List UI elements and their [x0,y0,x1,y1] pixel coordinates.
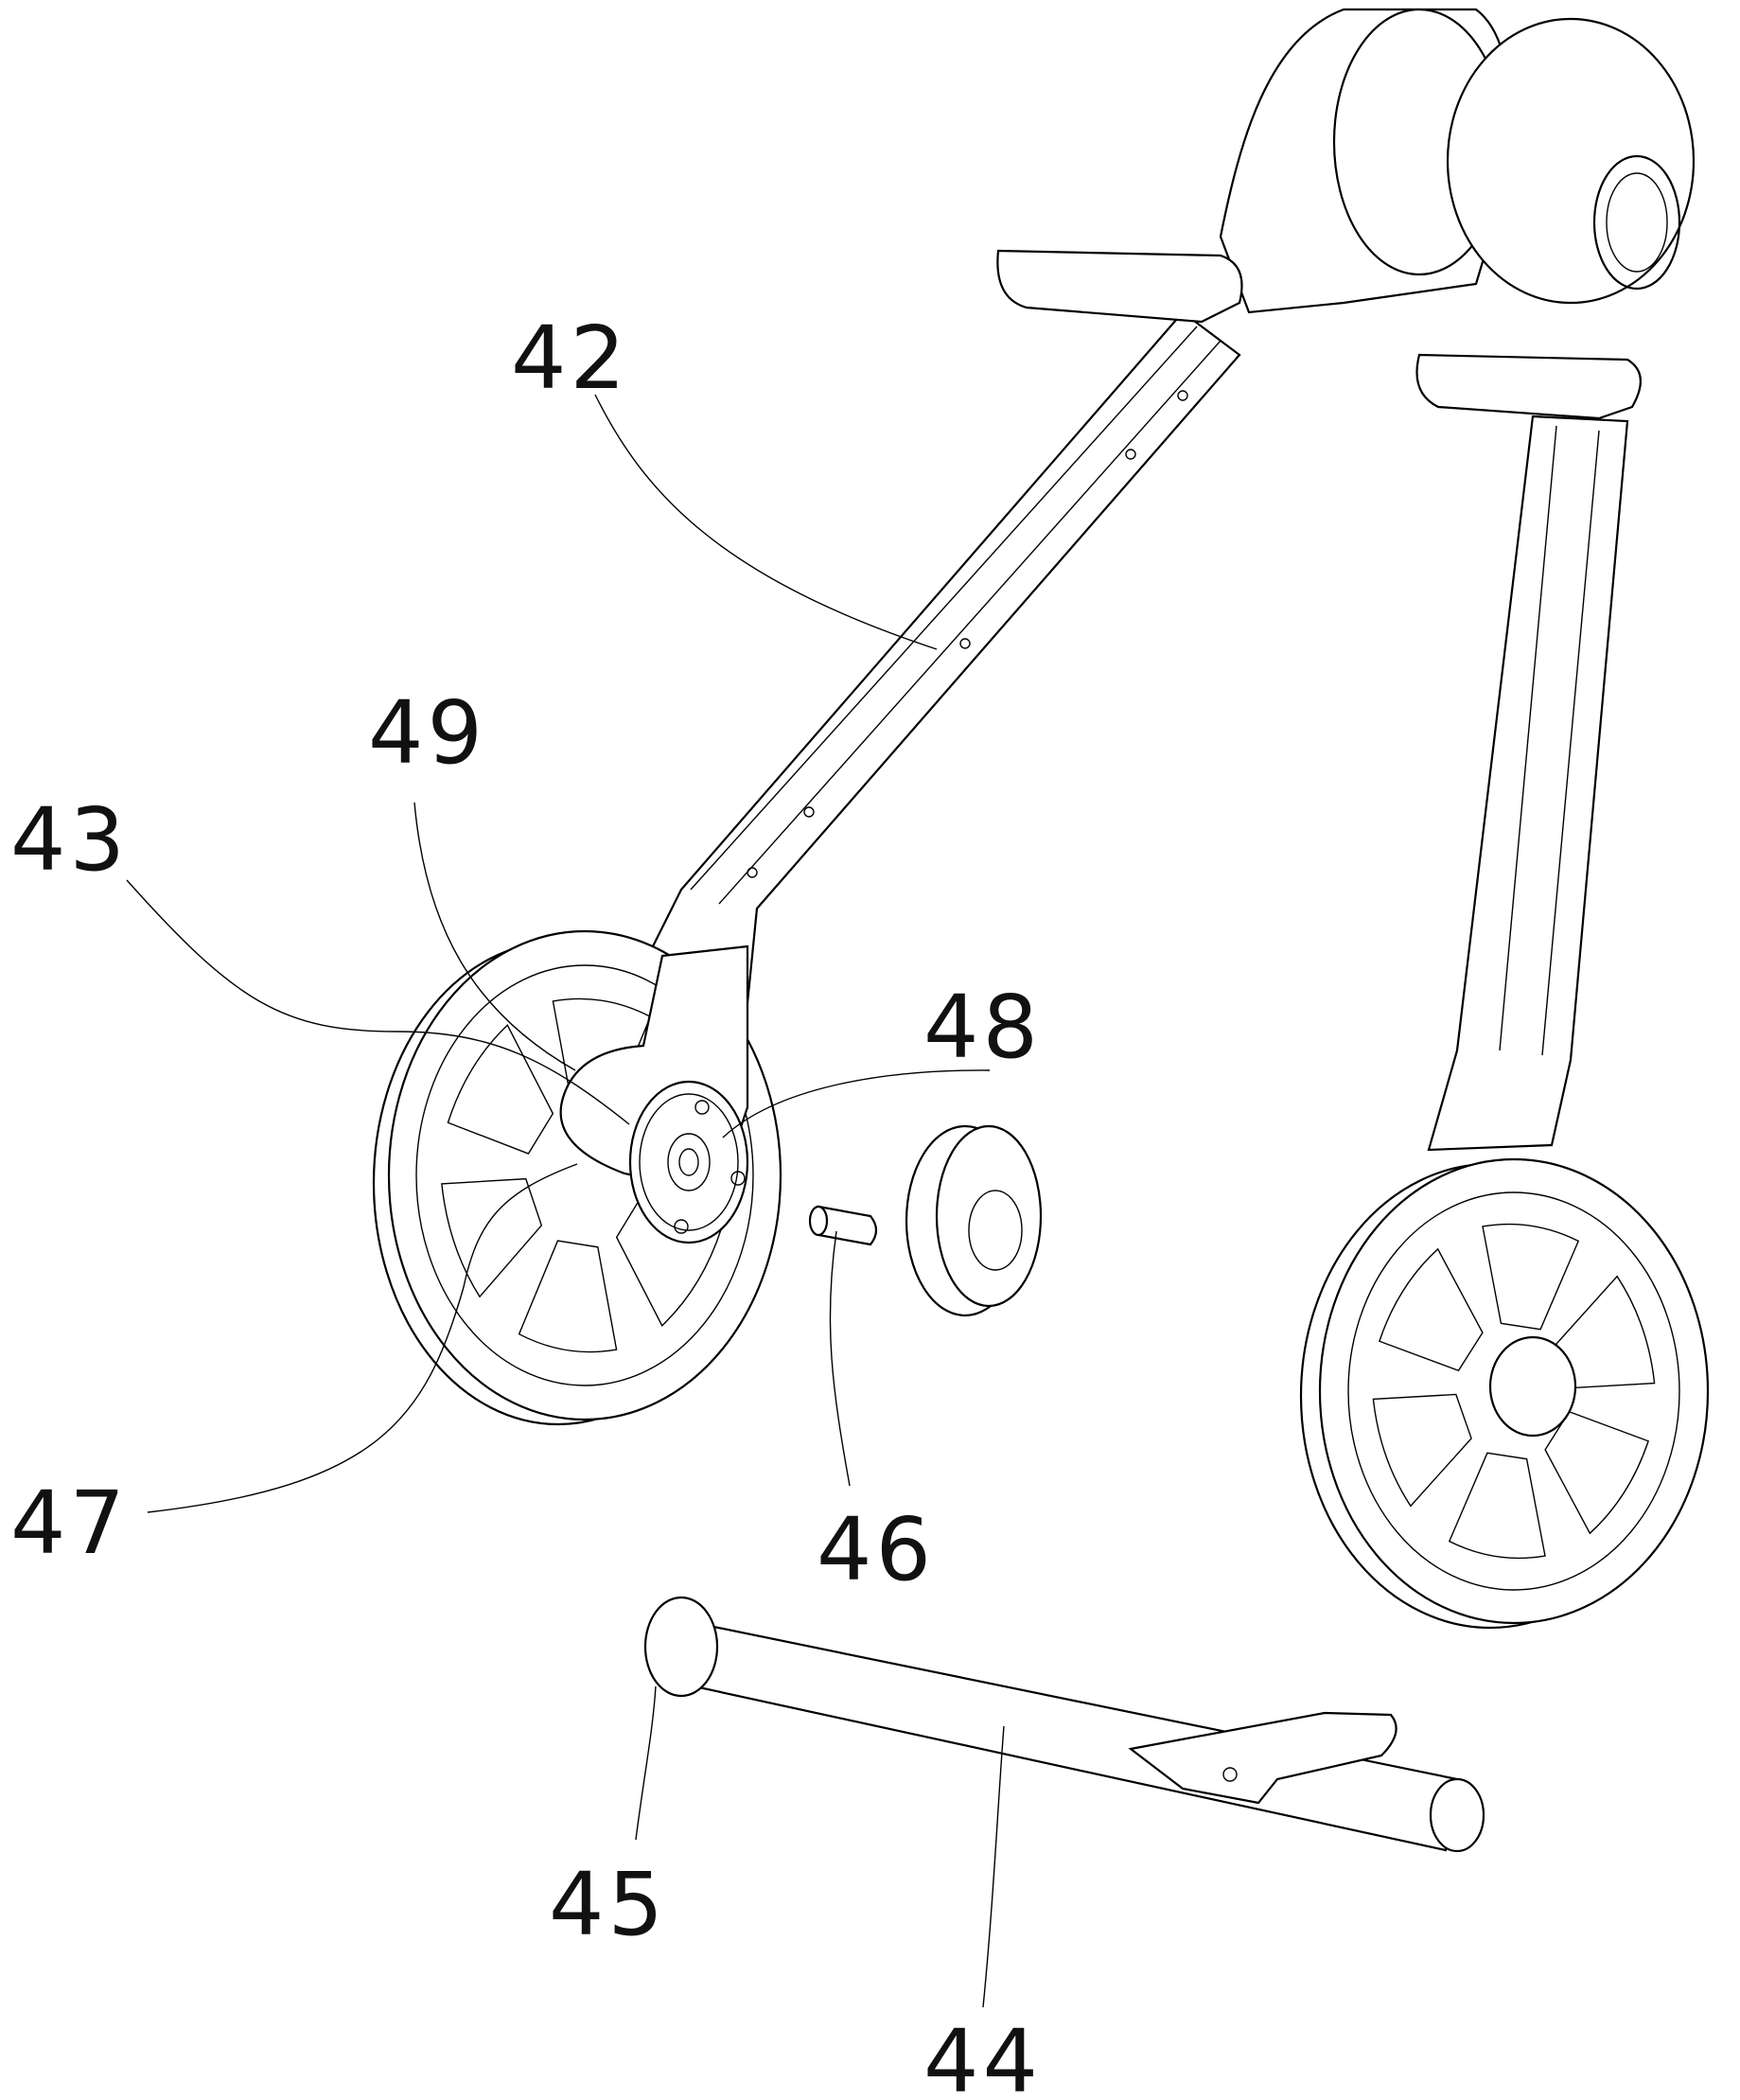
label-45: 45 [549,1854,667,1955]
label-49: 49 [368,682,486,784]
leader-46 [830,1231,850,1486]
label-47: 47 [10,1473,129,1574]
hub-cap-48 [630,1082,747,1243]
leader-42 [595,395,937,649]
pin-46 [810,1207,876,1244]
label-46: 46 [817,1499,935,1600]
label-48: 48 [923,977,1042,1078]
leader-45 [636,1686,656,1840]
left-footrest [997,251,1241,322]
label-43: 43 [10,789,129,891]
axle-44 [645,1597,1484,1851]
label-44: 44 [923,2011,1042,2100]
label-42: 42 [511,308,629,409]
front-leg-tube-42 [643,312,1239,1003]
leader-44 [983,1726,1004,2007]
right-footrest [1417,355,1641,418]
rear-leg-tube [1429,416,1627,1150]
folding-hinge [1221,9,1694,312]
bushing-ring [906,1126,1041,1315]
rear-wheel [1301,1159,1708,1628]
